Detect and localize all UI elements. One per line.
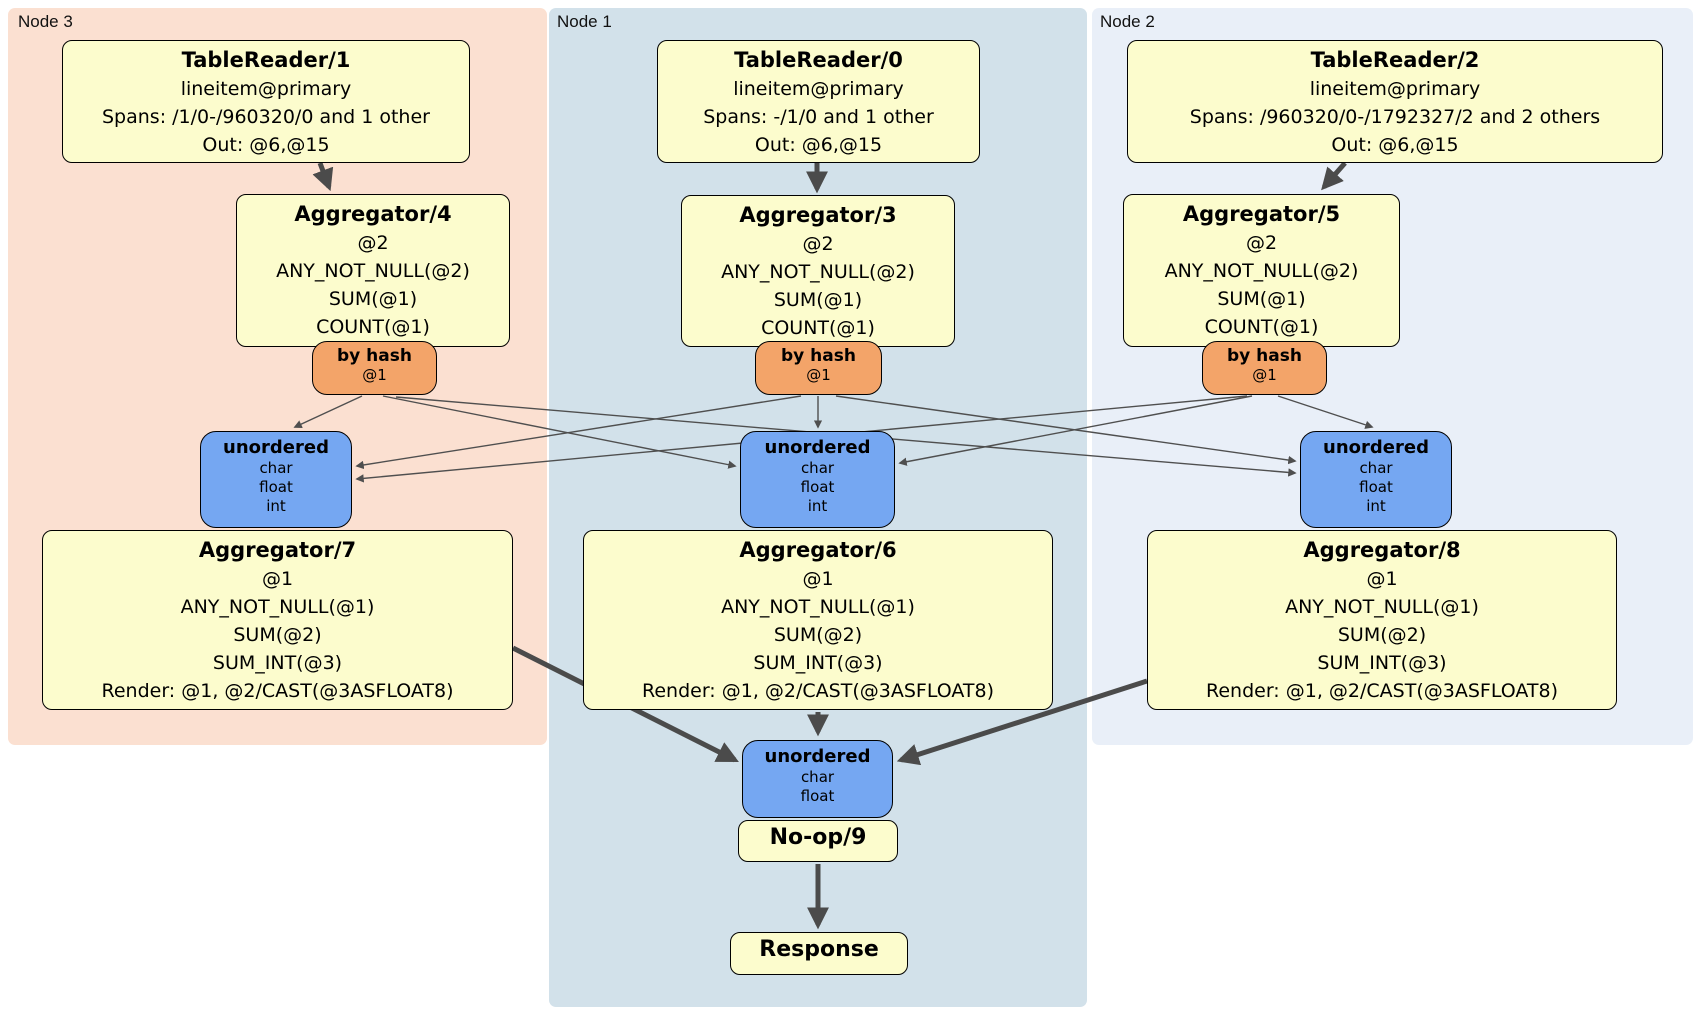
by-hash-router-node2: by hash @1 — [1202, 341, 1327, 395]
by-hash-router-node1: by hash @1 — [755, 341, 882, 395]
tablereader-2-title: TableReader/2 — [1310, 48, 1480, 72]
tablereader-1-box: TableReader/1 lineitem@primary Spans: /1… — [62, 40, 470, 163]
noop-9-box: No-op/9 — [738, 820, 898, 862]
aggregator-4-title: Aggregator/4 — [294, 202, 452, 226]
aggregator-6-box: Aggregator/6 @1 ANY_NOT_NULL(@1) SUM(@2)… — [583, 530, 1053, 710]
noop-9-title: No-op/9 — [769, 825, 867, 850]
tablereader-1-title: TableReader/1 — [181, 48, 351, 72]
response-title: Response — [759, 937, 879, 962]
tablereader-2-box: TableReader/2 lineitem@primary Spans: /9… — [1127, 40, 1663, 163]
node1-label: Node 1 — [557, 12, 612, 31]
unordered-sync-node1: unordered char float int — [740, 431, 895, 528]
unordered-sync-node2: unordered char float int — [1300, 431, 1452, 528]
unordered-sync-node3: unordered char float int — [200, 431, 352, 528]
unordered-sync-final: unordered char float — [742, 740, 893, 818]
aggregator-7-box: Aggregator/7 @1 ANY_NOT_NULL(@1) SUM(@2)… — [42, 530, 513, 710]
aggregator-3-box: Aggregator/3 @2 ANY_NOT_NULL(@2) SUM(@1)… — [681, 195, 955, 347]
response-box: Response — [730, 932, 908, 975]
aggregator-8-title: Aggregator/8 — [1303, 538, 1461, 562]
aggregator-3-title: Aggregator/3 — [739, 203, 897, 227]
tablereader-0-title: TableReader/0 — [734, 48, 903, 72]
aggregator-4-box: Aggregator/4 @2 ANY_NOT_NULL(@2) SUM(@1)… — [236, 194, 510, 347]
aggregator-7-title: Aggregator/7 — [198, 538, 357, 562]
aggregator-5-title: Aggregator/5 — [1182, 202, 1341, 226]
node2-label: Node 2 — [1100, 12, 1155, 31]
aggregator-6-title: Aggregator/6 — [739, 538, 897, 562]
node3-label: Node 3 — [18, 12, 73, 31]
by-hash-router-node3: by hash @1 — [312, 341, 437, 395]
tablereader-0-box: TableReader/0 lineitem@primary Spans: -/… — [657, 40, 980, 163]
aggregator-8-box: Aggregator/8 @1 ANY_NOT_NULL(@1) SUM(@2)… — [1147, 530, 1617, 710]
aggregator-5-box: Aggregator/5 @2 ANY_NOT_NULL(@2) SUM(@1)… — [1123, 194, 1400, 347]
